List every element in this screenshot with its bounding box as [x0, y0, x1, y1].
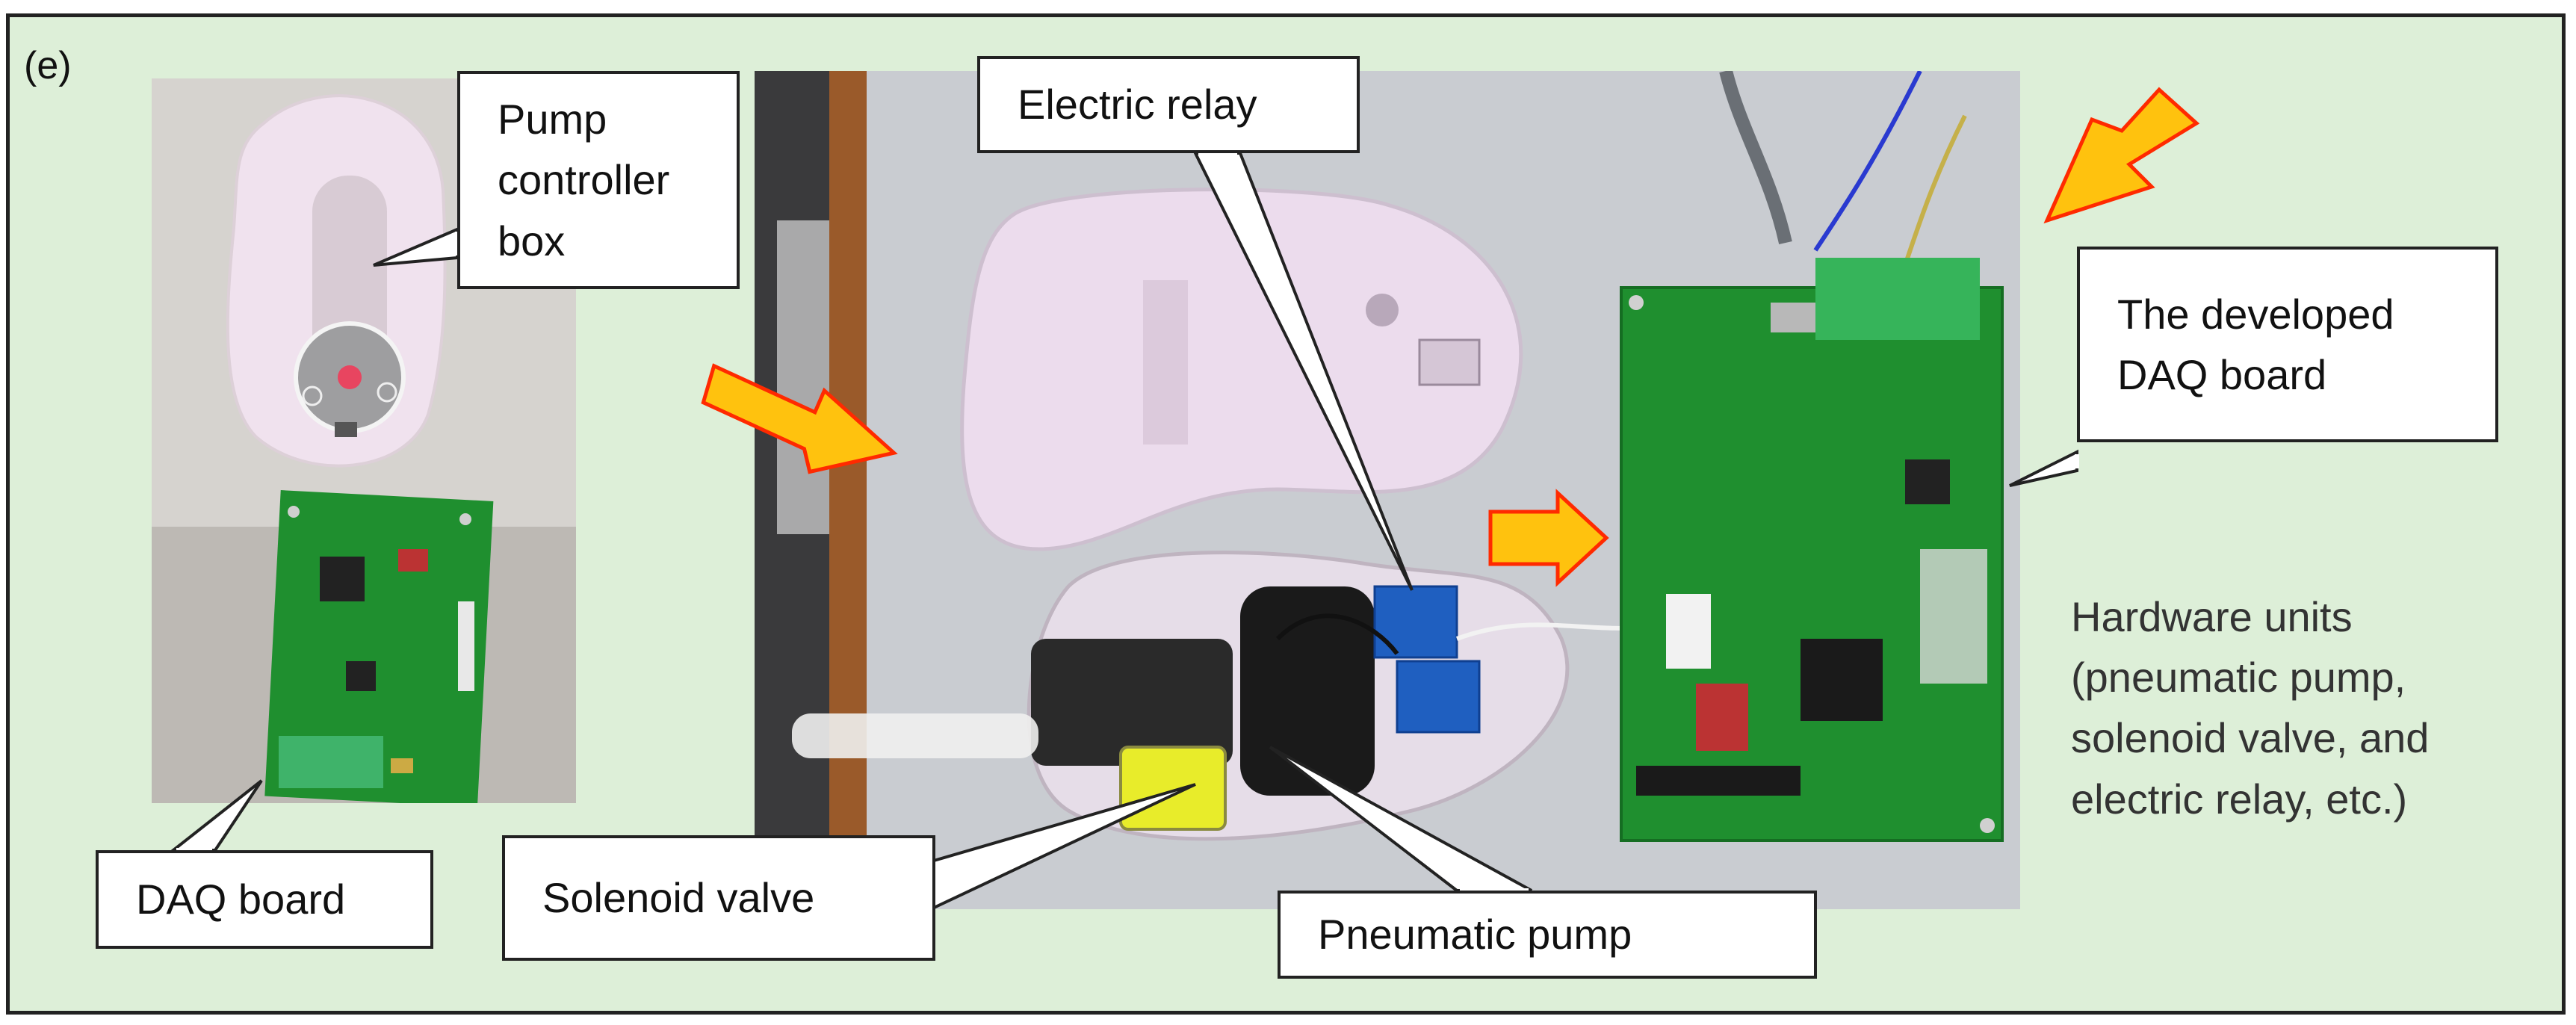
- tail-daq-small: [169, 779, 263, 852]
- arrow-middle: [1488, 489, 1609, 587]
- tail-pump-controller: [373, 226, 459, 267]
- tail-solenoid-valve: [932, 783, 1196, 911]
- tail-developed-daq: [2009, 449, 2078, 487]
- callout-daq-board-small: DAQ board: [96, 850, 433, 949]
- callout-developed-daq-board: The developed DAQ board: [2077, 247, 2498, 442]
- callout-developed-daq-board-text: The developed DAQ board: [2117, 290, 2394, 398]
- developed-daq-board-photo: [1620, 258, 2004, 842]
- electric-relay-photo: [1373, 585, 1481, 734]
- pneumatic-pump-photo: [792, 586, 1375, 796]
- daq-board-photo-small: [264, 490, 494, 803]
- pump-controller-device: [226, 94, 447, 468]
- tail-pneumatic-pump: [1269, 746, 1532, 892]
- tail-electric-relay: [1192, 152, 1414, 591]
- arrow-left-photo: [701, 363, 898, 474]
- arrow-top-right: [2043, 87, 2200, 224]
- callout-pump-controller-box: Pump controller box: [457, 71, 740, 289]
- callout-pump-controller-box-text: Pump controller box: [498, 96, 670, 264]
- callout-solenoid-valve: Solenoid valve: [502, 835, 935, 961]
- right-photo: [755, 71, 2020, 909]
- callout-pneumatic-pump-text: Pneumatic pump: [1318, 911, 1632, 959]
- callout-electric-relay: Electric relay: [977, 56, 1360, 153]
- housing-top-photo: [960, 188, 1523, 551]
- panel-label: (e): [24, 44, 72, 87]
- callout-daq-board-small-text: DAQ board: [136, 876, 346, 923]
- hardware-units-note: Hardware units (pneumatic pump, solenoid…: [2071, 593, 2430, 823]
- callout-electric-relay-text: Electric relay: [1018, 81, 1257, 128]
- callout-solenoid-valve-text: Solenoid valve: [542, 874, 815, 922]
- callout-pneumatic-pump: Pneumatic pump: [1278, 891, 1817, 979]
